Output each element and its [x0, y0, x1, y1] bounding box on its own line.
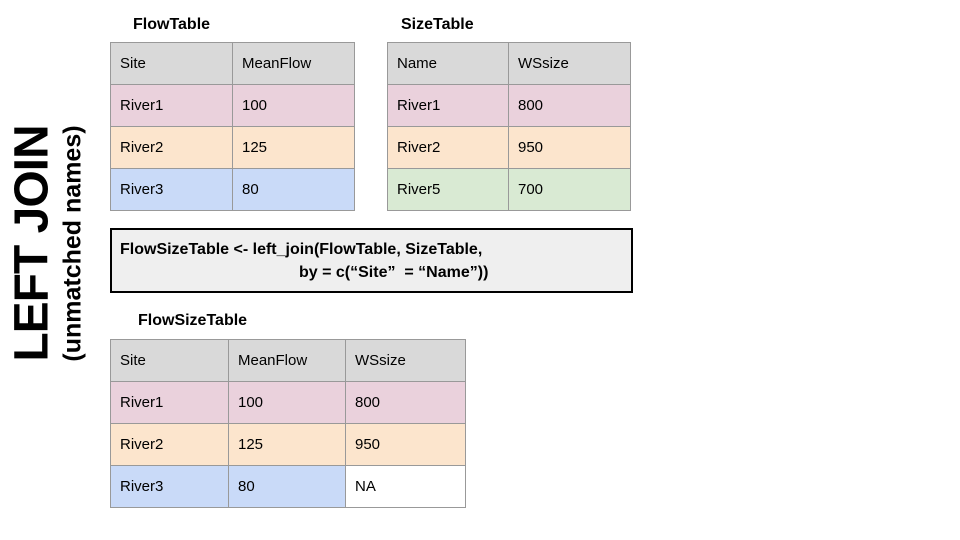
table-row: River1 100 — [110, 84, 355, 127]
flowsize-table-cell: 125 — [228, 423, 346, 466]
flow-table-header-meanflow: MeanFlow — [232, 42, 355, 85]
flow-table-cell: 125 — [232, 126, 355, 169]
flowsize-table-cell: River1 — [110, 381, 229, 424]
code-box: FlowSizeTable <- left_join(FlowTable, Si… — [110, 228, 633, 293]
code-line-1: FlowSizeTable <- left_join(FlowTable, Si… — [120, 241, 483, 258]
flowsize-table-cell: 100 — [228, 381, 346, 424]
flow-table-header-row: Site MeanFlow — [110, 42, 355, 85]
size-table-cell: River2 — [387, 126, 509, 169]
flow-table-cell: 100 — [232, 84, 355, 127]
left-join-subtitle: (unmatched names) — [58, 125, 86, 362]
size-table-header-row: Name WSsize — [387, 42, 631, 85]
left-join-title: LEFT JOIN — [5, 125, 58, 362]
code-line-2: by = c(“Site” = “Name”)) — [299, 264, 489, 281]
table-row: River1 100 800 — [110, 381, 466, 424]
size-table: Name WSsize River1 800 River2 950 River5… — [387, 42, 631, 211]
flowsizetable-title: FlowSizeTable — [138, 312, 248, 329]
size-table-cell: 700 — [508, 168, 631, 211]
flowsize-table-cell: 800 — [345, 381, 466, 424]
left-join-label: LEFT JOIN (unmatched names) — [0, 119, 95, 369]
flow-table-cell: River1 — [110, 84, 233, 127]
flowsize-table-header-site: Site — [110, 339, 229, 382]
size-table-header-name: Name — [387, 42, 509, 85]
table-row: River2 950 — [387, 126, 631, 169]
flowsize-table-cell: 80 — [228, 465, 346, 508]
size-table-cell: 950 — [508, 126, 631, 169]
table-row: River3 80 NA — [110, 465, 466, 508]
flowsize-table-cell-na: NA — [345, 465, 466, 508]
flowtable-title: FlowTable — [133, 16, 211, 33]
table-row: River3 80 — [110, 168, 355, 211]
flow-table-cell: River2 — [110, 126, 233, 169]
flow-table-cell: 80 — [232, 168, 355, 211]
sizetable-title: SizeTable — [401, 16, 474, 33]
flowsize-table-cell: River3 — [110, 465, 229, 508]
flowsize-table-cell: River2 — [110, 423, 229, 466]
table-row: River5 700 — [387, 168, 631, 211]
table-row: River2 125 950 — [110, 423, 466, 466]
table-row: River1 800 — [387, 84, 631, 127]
size-table-cell: River5 — [387, 168, 509, 211]
flow-table: Site MeanFlow River1 100 River2 125 Rive… — [110, 42, 355, 211]
size-table-cell: 800 — [508, 84, 631, 127]
flowsize-table: Site MeanFlow WSsize River1 100 800 Rive… — [110, 339, 466, 508]
flow-table-header-site: Site — [110, 42, 233, 85]
size-table-cell: River1 — [387, 84, 509, 127]
size-table-header-wssize: WSsize — [508, 42, 631, 85]
flowsize-table-header-row: Site MeanFlow WSsize — [110, 339, 466, 382]
flow-table-cell: River3 — [110, 168, 233, 211]
flowsize-table-cell: 950 — [345, 423, 466, 466]
flowsize-table-header-meanflow: MeanFlow — [228, 339, 346, 382]
table-row: River2 125 — [110, 126, 355, 169]
flowsize-table-header-wssize: WSsize — [345, 339, 466, 382]
